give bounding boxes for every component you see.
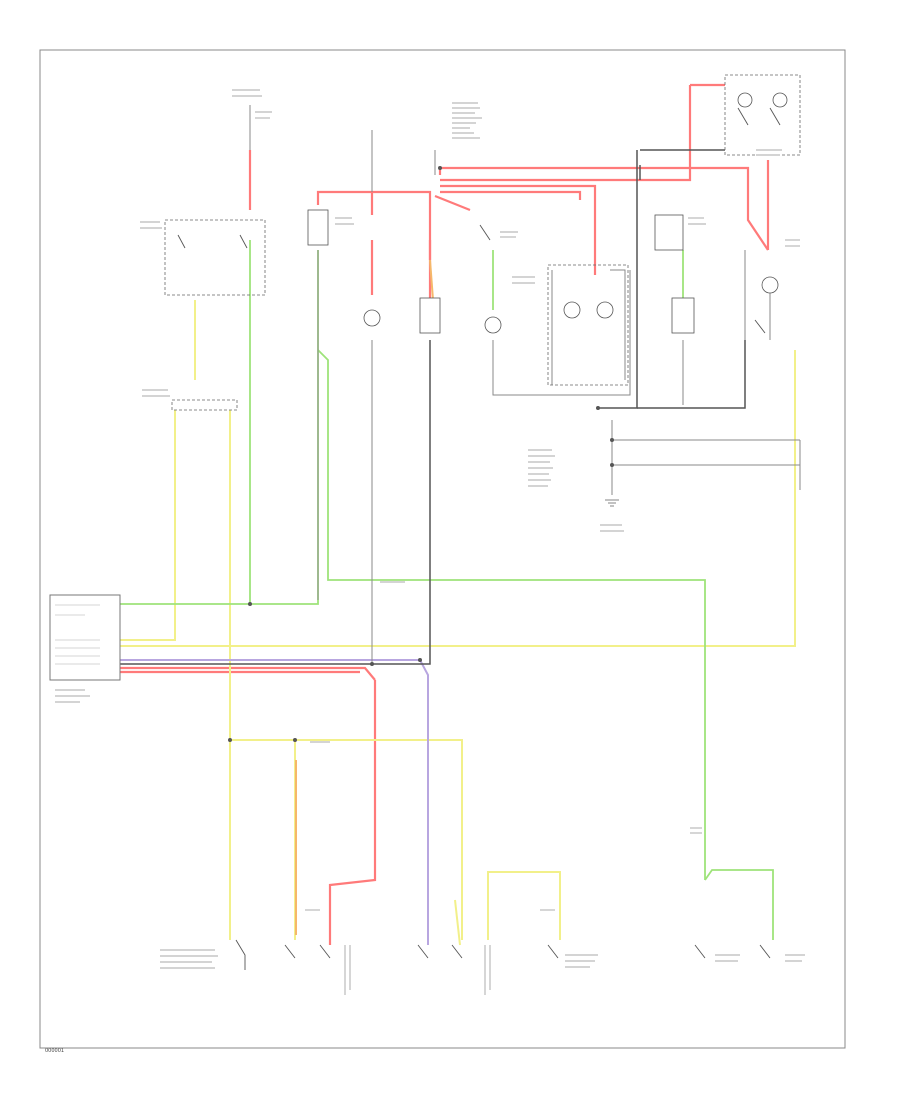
dark-wires — [120, 149, 746, 665]
control-module-lines — [55, 604, 100, 665]
relay-box-2 — [654, 214, 684, 251]
lamp-8 — [563, 301, 581, 319]
footer-code: 000001 — [45, 1048, 64, 1054]
label-marks — [55, 89, 805, 995]
ground-symbols — [605, 499, 619, 507]
violet-wires — [120, 659, 429, 945]
lamp-7 — [772, 92, 788, 108]
turn-lamp-box — [171, 399, 238, 411]
control-module — [49, 594, 121, 681]
hazard-switch-box — [164, 219, 266, 296]
lamp-3 — [484, 316, 502, 334]
lamp-1 — [363, 309, 381, 327]
relay-box-1 — [419, 297, 441, 334]
yellow-wires — [120, 300, 796, 946]
diagram-border — [39, 49, 846, 1049]
component-boxes — [164, 74, 801, 411]
orange-wires — [295, 259, 434, 935]
instrument-cluster-box — [724, 74, 801, 156]
splice-dots — [228, 166, 614, 742]
lamp-6 — [737, 92, 753, 108]
thin-wires — [249, 105, 801, 664]
lamp-9 — [596, 301, 614, 319]
flasher-box — [307, 209, 329, 246]
relay-box-3 — [671, 297, 695, 334]
turn-signal-relay-box — [547, 264, 629, 386]
lamps — [307, 92, 788, 334]
lamp-5 — [761, 276, 779, 294]
green-wires — [120, 240, 774, 940]
switches — [177, 107, 781, 970]
red-wires — [120, 83, 770, 945]
